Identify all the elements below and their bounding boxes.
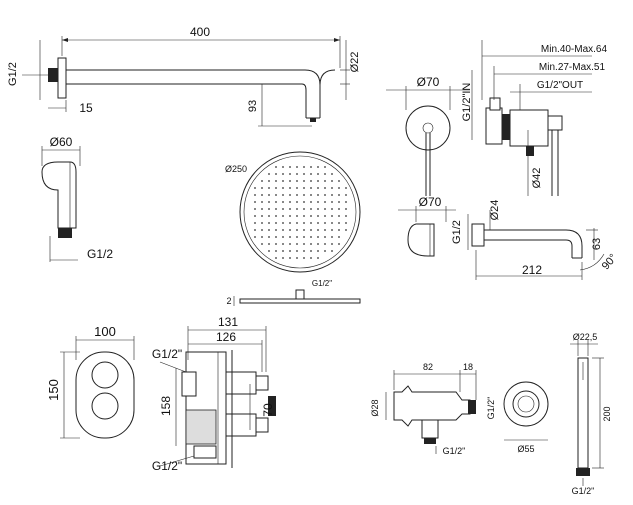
head-dia-label: Ø250 [225, 164, 247, 174]
plate-width-label: 100 [94, 324, 116, 339]
spout-thread-label: G1/2 [451, 220, 463, 244]
spout-plate-dia-label: Ø70 [419, 195, 442, 209]
outlet-side-thread-label: G1/2" [486, 397, 496, 420]
shower-head-nozzles [254, 166, 347, 259]
hand-shower-length-label: 200 [602, 406, 612, 421]
shower-arm-drawing [22, 36, 350, 127]
wall-flange-drawing [41, 146, 81, 262]
arm-wall-offset-label: 15 [79, 101, 93, 115]
arm-thread-label: G1/2 [7, 62, 19, 86]
hand-shower-drawing [570, 340, 604, 486]
thermostatic-body-drawing [159, 326, 276, 468]
flange-dia-label: Ø60 [50, 135, 73, 149]
hand-shower-thread-label: G1/2" [572, 486, 595, 496]
mixer-thread-out-label: G1/2"OUT [537, 80, 583, 91]
outlet-bottom-thread-label: G1/2" [443, 446, 466, 456]
body-thread-bottom-label: G1/2" [152, 459, 182, 473]
shower-head-drawing [233, 151, 361, 306]
arm-tube-dia-label: Ø22 [349, 52, 361, 73]
head-thickness-label: 2 [226, 296, 231, 306]
mixer-body-dia-label: Ø42 [531, 168, 543, 189]
body-side-label: 70 [261, 403, 275, 417]
outlet-length-label: 82 [423, 362, 433, 372]
thermostatic-plate-drawing [60, 336, 135, 439]
flange-thread-label: G1/2 [87, 247, 113, 261]
body-thread-top-label: G1/2" [152, 347, 182, 361]
spout-angle-label: 90° [600, 252, 620, 272]
outlet-body-dia-label: Ø28 [370, 399, 380, 416]
head-thread-label: G1/2" [312, 279, 332, 288]
arm-length-label: 400 [190, 25, 210, 39]
spout-tube-dia-label: Ø24 [489, 200, 501, 221]
mixer-plate-dia-label: Ø70 [417, 75, 440, 89]
outlet-nut-label: 18 [463, 362, 473, 372]
hand-shower-dia-label: Ø22,5 [573, 332, 598, 342]
plate-height-label: 150 [46, 379, 61, 401]
outlet-flange-dia-label: Ø55 [517, 444, 534, 454]
mixer-range-min-label: Min.27-Max.51 [539, 62, 606, 73]
spout-drawing [398, 206, 605, 280]
arm-drop-label: 93 [247, 100, 259, 112]
spout-height-label: 63 [591, 238, 603, 250]
body-depth-total-label: 131 [218, 315, 238, 329]
mixer-thread-in-label: G1/2"IN [461, 83, 473, 122]
wall-outlet-drawing [385, 370, 549, 454]
spout-reach-label: 212 [522, 263, 542, 277]
mixer-range-max-label: Min.40-Max.64 [541, 44, 608, 55]
body-height-label: 158 [159, 396, 173, 416]
body-depth-label: 126 [216, 330, 236, 344]
mixer-top-drawing [386, 40, 592, 196]
